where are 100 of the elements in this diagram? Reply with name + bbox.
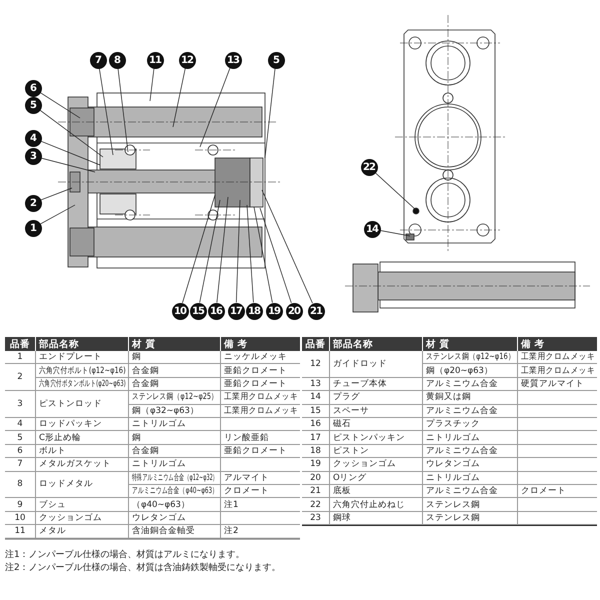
leader-line (98, 68, 114, 156)
column-header: 備 考 (220, 337, 300, 351)
leader-line (118, 68, 128, 152)
part-name-cell: ロッドメタル (35, 472, 128, 498)
leader-line (40, 204, 76, 224)
part-name-cell: エンドプレート (35, 351, 128, 364)
callout-number: 17 (228, 302, 244, 320)
material-cell: 合金鋼 (128, 444, 220, 458)
part-number-cell: 2 (5, 364, 35, 392)
callout-number: 16 (208, 302, 224, 320)
part-name-cell: スペーサ (329, 404, 422, 418)
material-cell: 合金鋼 (128, 364, 220, 378)
callout-number: 5 (24, 96, 42, 114)
callout-number: 2 (24, 194, 42, 212)
material-cell: 鋼 (128, 431, 220, 445)
leader-line (236, 200, 240, 303)
material-cell: アルミニウム合金 (422, 444, 517, 458)
material-cell: ステンレス鋼（φ12~φ25） (128, 391, 220, 405)
column-header: 品番 (302, 337, 329, 351)
callout-number: 19 (266, 302, 282, 320)
callout-number: 4 (24, 130, 42, 146)
leader-line (40, 140, 100, 166)
footnote: 注1：ノンパーブル仕様の場合、材質はアルミになります。 (5, 548, 245, 561)
remark-cell: リン酸亜鉛 (220, 431, 300, 445)
leader-line (40, 188, 72, 200)
leader-line (262, 190, 313, 304)
part-name-cell: ボルト (35, 444, 128, 458)
part-name-cell: 六角穴付ボルト(φ12~φ16) (35, 364, 128, 378)
leader-line (216, 196, 228, 303)
part-name-cell: チューブ本体 (329, 378, 422, 392)
part-number-cell: 4 (5, 418, 35, 432)
part-number-cell: 8 (5, 472, 35, 498)
remark-cell: クロメート (220, 485, 300, 498)
leader-line (200, 68, 230, 148)
part-name-cell: ロッドパッキン (35, 418, 128, 432)
material-cell: ニトリルゴム (128, 458, 220, 472)
callout-number: 3 (24, 148, 42, 164)
leader-line (40, 92, 80, 118)
part-number-cell: 18 (302, 444, 329, 458)
part-name-cell: メタル (35, 525, 128, 539)
leader-line (374, 172, 416, 210)
leader-line (40, 158, 96, 172)
part-name-cell: 六角穴付止めねじ (329, 498, 422, 512)
material-cell: （φ40~φ63） (128, 498, 220, 512)
remark-cell: 亜鉛クロメート (220, 444, 300, 458)
material-cell: ウレタンゴム (422, 458, 517, 472)
material-cell: 特殊アルミニウム合金（φ12~φ32） (128, 472, 220, 485)
callout-number: 7 (90, 52, 106, 68)
column-header: 品番 (5, 337, 35, 351)
material-cell: 鋼（φ20~φ63） (422, 364, 517, 378)
part-name-cell: 六角穴付ボタンボルト(φ20~φ63) (35, 378, 128, 392)
part-name-cell: ピストン (329, 444, 422, 458)
material-cell: ウレタンゴム (128, 512, 220, 526)
material-cell: アルミニウム合金 (422, 485, 517, 498)
part-name-cell: Oリング (329, 472, 422, 485)
material-cell: プラスチック (422, 418, 517, 432)
callout-number: 8 (108, 52, 126, 68)
column-header: 部品名称 (329, 337, 422, 351)
remark-cell: 工業用クロムメッキ (220, 404, 300, 418)
callout-number: 6 (24, 80, 42, 96)
leader-line (199, 200, 220, 304)
part-number-cell: 9 (5, 498, 35, 512)
column-header: 部品名称 (35, 337, 128, 351)
column-header: 材 質 (128, 337, 220, 351)
part-number-cell: 5 (5, 431, 35, 445)
remark-cell: 工業用クロムメッキ (517, 364, 597, 378)
leader-line (254, 206, 273, 303)
remark-cell: 注2 (220, 525, 300, 539)
material-cell: アルミニウム合金 (422, 404, 517, 418)
column-header: 材 質 (422, 337, 517, 351)
remark-cell: 注1 (220, 498, 300, 512)
leader-line (264, 68, 276, 158)
part-name-cell: プラグ (329, 391, 422, 405)
part-name-cell: クッションゴム (329, 458, 422, 472)
callout-number: 18 (246, 302, 262, 320)
part-name-cell: 鋼球 (329, 512, 422, 526)
part-number-cell: 22 (302, 498, 329, 512)
material-cell: 鋼 (128, 351, 220, 364)
leader-line (182, 194, 216, 304)
material-cell: ニトリルゴム (128, 418, 220, 432)
material-cell: 含油銅合金軸受 (128, 525, 220, 539)
part-name-cell: メタルガスケット (35, 458, 128, 472)
part-number-cell: 23 (302, 512, 329, 526)
callout-number: 13 (224, 52, 242, 68)
leader-line (39, 110, 104, 158)
leader-line (246, 204, 254, 303)
part-number-cell: 10 (5, 512, 35, 526)
part-name-cell: ピストンロッド (35, 391, 128, 418)
part-number-cell: 15 (302, 404, 329, 418)
leader-line (172, 68, 186, 128)
footnote: 注2：ノンパーブル仕様の場合、材質は含油鋳鉄製軸受になります。 (5, 562, 281, 574)
material-cell: アルミニウム合金（φ40~φ63） (128, 485, 220, 498)
callout-number: 14 (364, 220, 380, 238)
part-number-cell: 1 (5, 351, 35, 364)
material-cell: ニトリルゴム (422, 431, 517, 445)
leader-line (150, 68, 154, 102)
material-cell: 合金鋼 (128, 378, 220, 392)
part-number-cell: 14 (302, 391, 329, 405)
material-cell: ニトリルゴム (422, 472, 517, 485)
callout-number: 1 (24, 220, 42, 236)
